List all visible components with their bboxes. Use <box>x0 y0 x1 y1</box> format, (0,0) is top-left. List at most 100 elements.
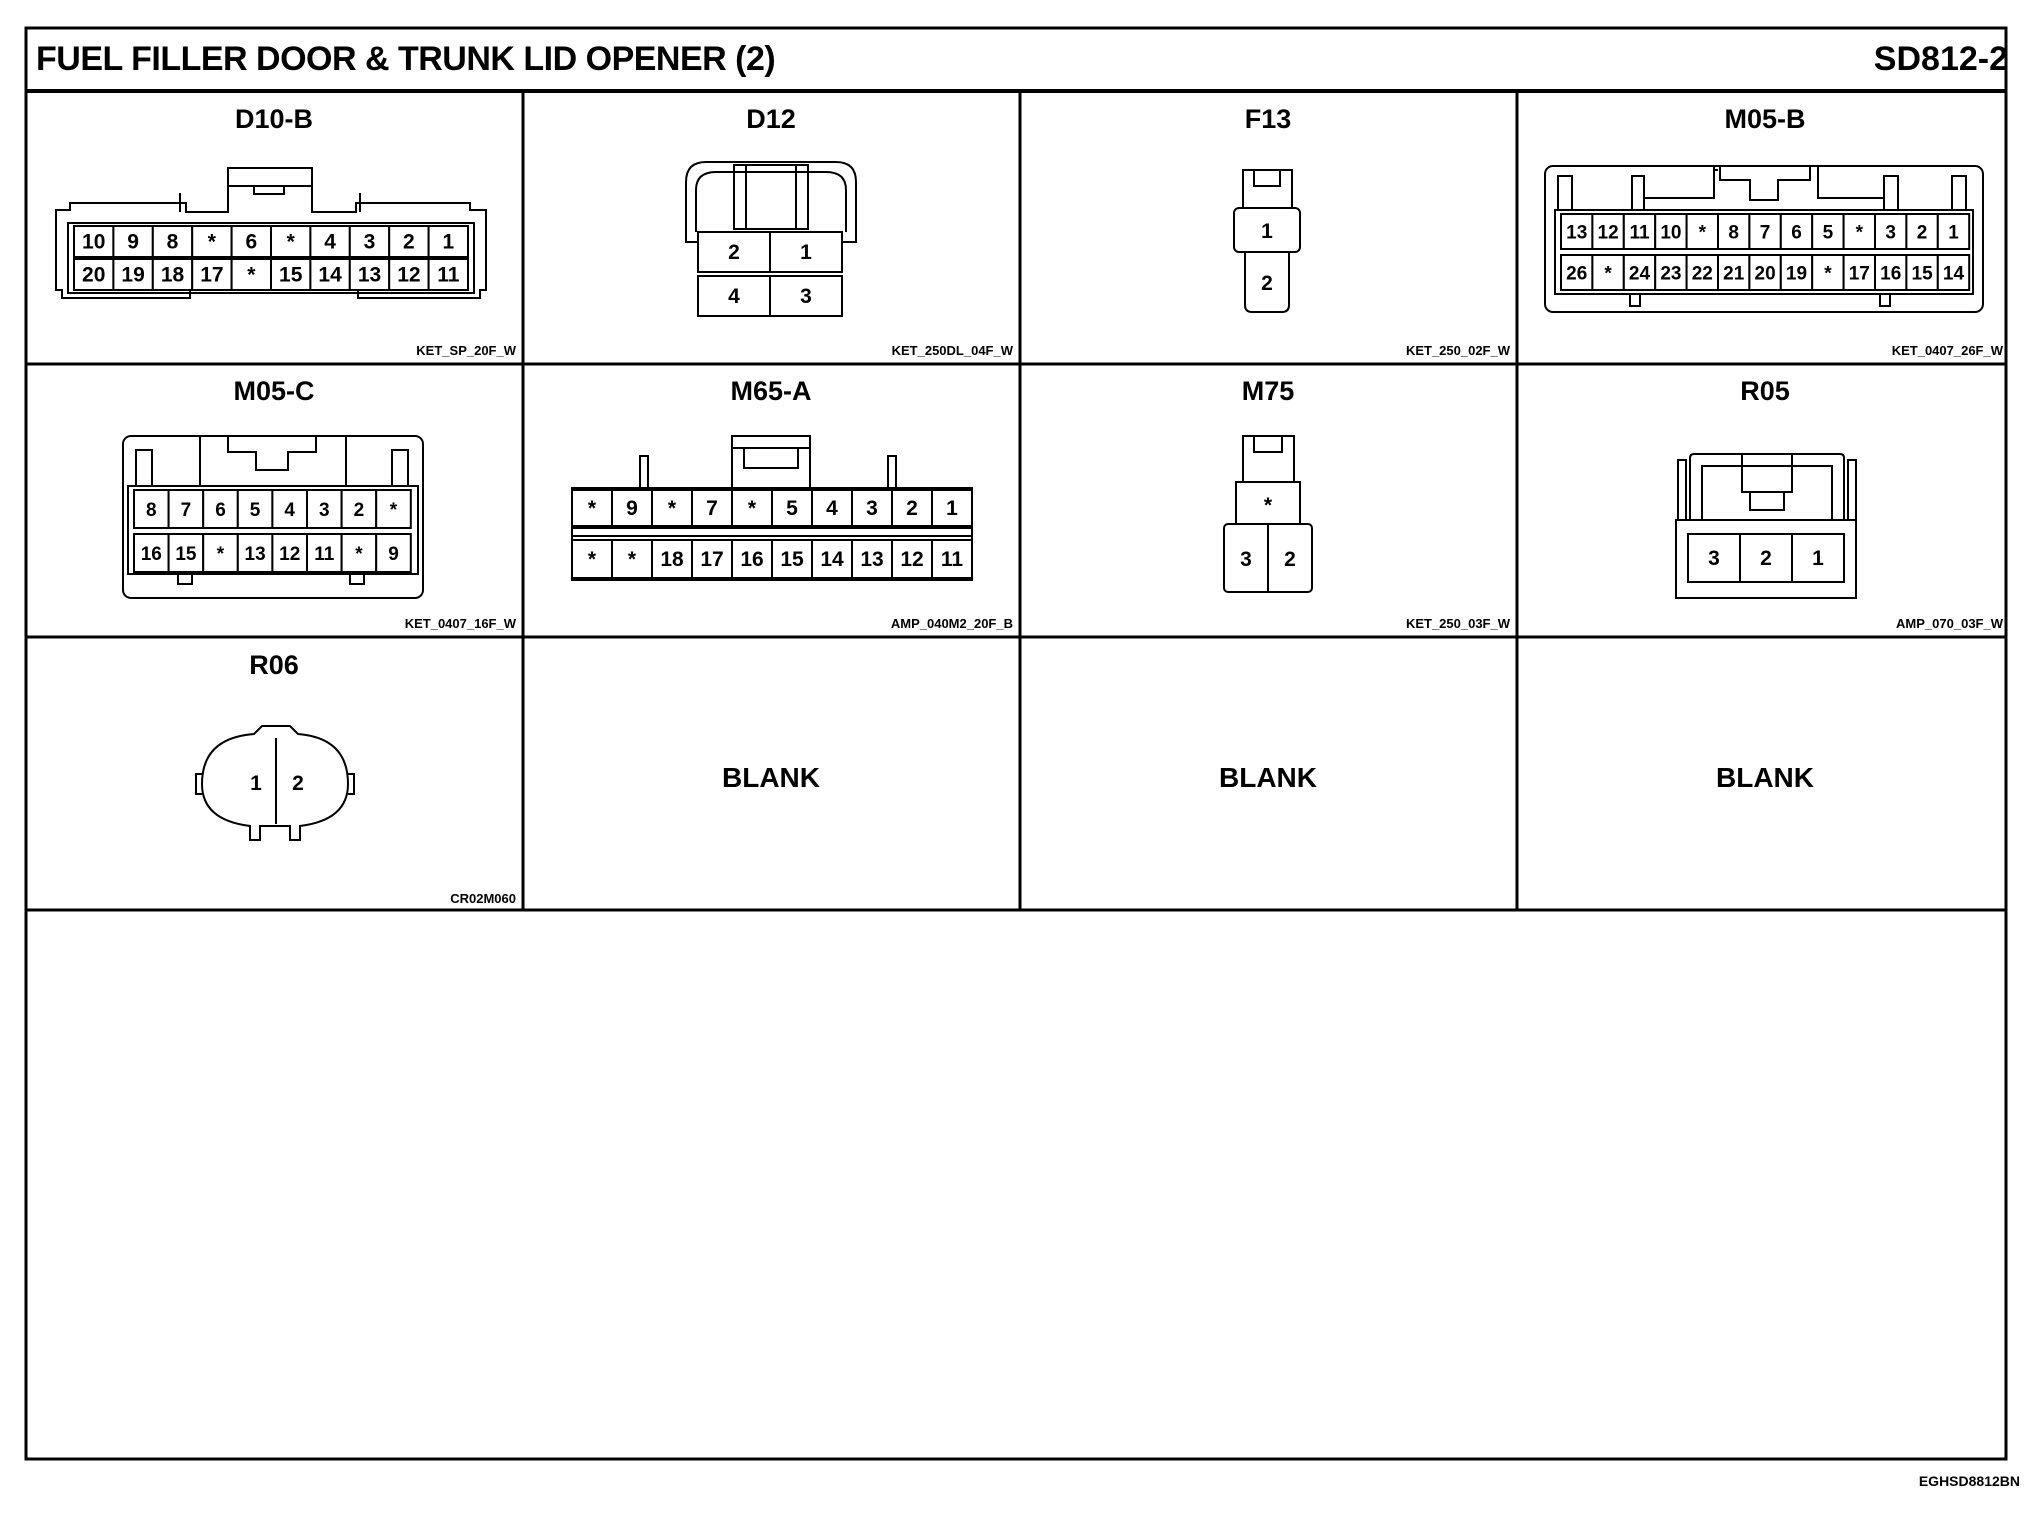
pin-label: 13 <box>1566 223 1587 244</box>
pin-cavity <box>73 258 115 291</box>
pin-label: * <box>217 544 225 565</box>
connector-name: M75 <box>1242 376 1295 406</box>
pin-label: 1 <box>1261 220 1273 243</box>
pin-label: 7 <box>181 500 192 521</box>
pin-cavity <box>697 231 771 273</box>
pin-label: * <box>1856 223 1864 244</box>
pin-label: 23 <box>1660 264 1681 285</box>
pin-cavity <box>427 258 470 291</box>
pin-cavity <box>151 225 194 258</box>
pin-label: 8 <box>146 500 157 521</box>
pin-label: 3 <box>364 231 376 254</box>
pin-cavity <box>133 489 170 529</box>
pin-cavity <box>112 225 154 258</box>
pin-label: * <box>355 544 363 565</box>
pin-label: 19 <box>1786 264 1807 285</box>
pin-label: 15 <box>279 264 303 287</box>
connector-part-number: KET_250_03F_W <box>1406 616 1511 631</box>
pin-label: 1 <box>1812 547 1824 570</box>
pin-cavity <box>931 539 973 579</box>
pin-label: 16 <box>740 548 763 571</box>
pin-cavity <box>1560 213 1594 250</box>
pin-label: 2 <box>292 772 304 795</box>
pin-label: 18 <box>161 264 185 287</box>
pin-label: 7 <box>1760 223 1771 244</box>
pin-label: 20 <box>1755 264 1776 285</box>
pin-cavity <box>891 539 933 579</box>
document-id: EGHSD8812BN <box>1918 1473 2020 1489</box>
connector-name: R05 <box>1740 376 1790 406</box>
pin-cavity <box>1936 213 1971 250</box>
pin-cavity <box>191 225 233 258</box>
pin-cavity <box>388 258 430 291</box>
connector-part-number: KET_250DL_04F_W <box>892 343 1014 358</box>
pin-cavity <box>771 489 813 527</box>
pin-cavity <box>1687 533 1741 583</box>
pin-label: 5 <box>250 500 261 521</box>
pin-cavity <box>151 258 194 291</box>
pin-label: 12 <box>279 544 300 565</box>
pin-label: 11 <box>437 264 460 287</box>
pin-label: 4 <box>728 285 740 308</box>
pin-cavity <box>691 539 733 579</box>
pin-label: 3 <box>1708 547 1720 570</box>
pin-label: 15 <box>1912 264 1934 285</box>
pin-cavity <box>340 533 378 573</box>
pin-cavity <box>651 489 693 527</box>
pin-cavity <box>611 489 653 527</box>
pin-label: * <box>1604 264 1612 285</box>
pin-label: 6 <box>215 500 226 521</box>
pin-cavity <box>1685 254 1719 291</box>
pin-cavity <box>348 225 391 258</box>
pin-label: 14 <box>318 264 342 287</box>
pin-cavity <box>1811 213 1845 250</box>
pin-label: * <box>1824 264 1832 285</box>
pin-cavity <box>1622 213 1657 250</box>
pin-label: 26 <box>1566 264 1587 285</box>
pin-label: 3 <box>866 497 878 520</box>
connector-name: F13 <box>1245 104 1292 134</box>
pin-cavity <box>811 489 853 527</box>
pin-cavity <box>1791 533 1845 583</box>
pin-label: * <box>1699 223 1707 244</box>
blank-cell-label: BLANK <box>722 762 820 793</box>
pin-label: * <box>208 231 217 254</box>
pin-cavity <box>697 275 771 317</box>
pin-cavity <box>375 533 412 573</box>
pin-label: 11 <box>314 544 335 565</box>
connector-part-number: AMP_040M2_20F_B <box>891 616 1013 631</box>
pin-label: 15 <box>780 548 804 571</box>
pin-label: 13 <box>245 544 266 565</box>
pin-cavity <box>230 225 273 258</box>
pin-label: 3 <box>1240 548 1252 571</box>
pin-cavity <box>112 258 154 291</box>
pin-cavity <box>1748 254 1782 291</box>
grid-lines <box>26 91 2006 912</box>
pin-label: 1 <box>442 231 454 254</box>
pin-label: 12 <box>397 264 420 287</box>
pin-label: 11 <box>941 548 964 571</box>
pin-label: * <box>247 264 256 287</box>
pin-label: 6 <box>1791 223 1802 244</box>
pin-cavity <box>771 539 813 579</box>
pin-label: 5 <box>1823 223 1834 244</box>
pin-cavity <box>1874 254 1908 291</box>
pin-label: 2 <box>403 231 415 254</box>
connector-part-number: KET_250_02F_W <box>1406 343 1511 358</box>
connector-part-number: KET_SP_20F_W <box>416 343 516 358</box>
connector-name: D12 <box>746 104 796 134</box>
pin-label: 4 <box>284 500 295 521</box>
pin-cavity <box>891 489 933 527</box>
pin-cavity <box>236 533 274 573</box>
pin-cavity <box>851 489 893 527</box>
pin-label: * <box>390 500 398 521</box>
pin-cavity <box>931 489 973 527</box>
connector-name: R06 <box>249 650 299 680</box>
